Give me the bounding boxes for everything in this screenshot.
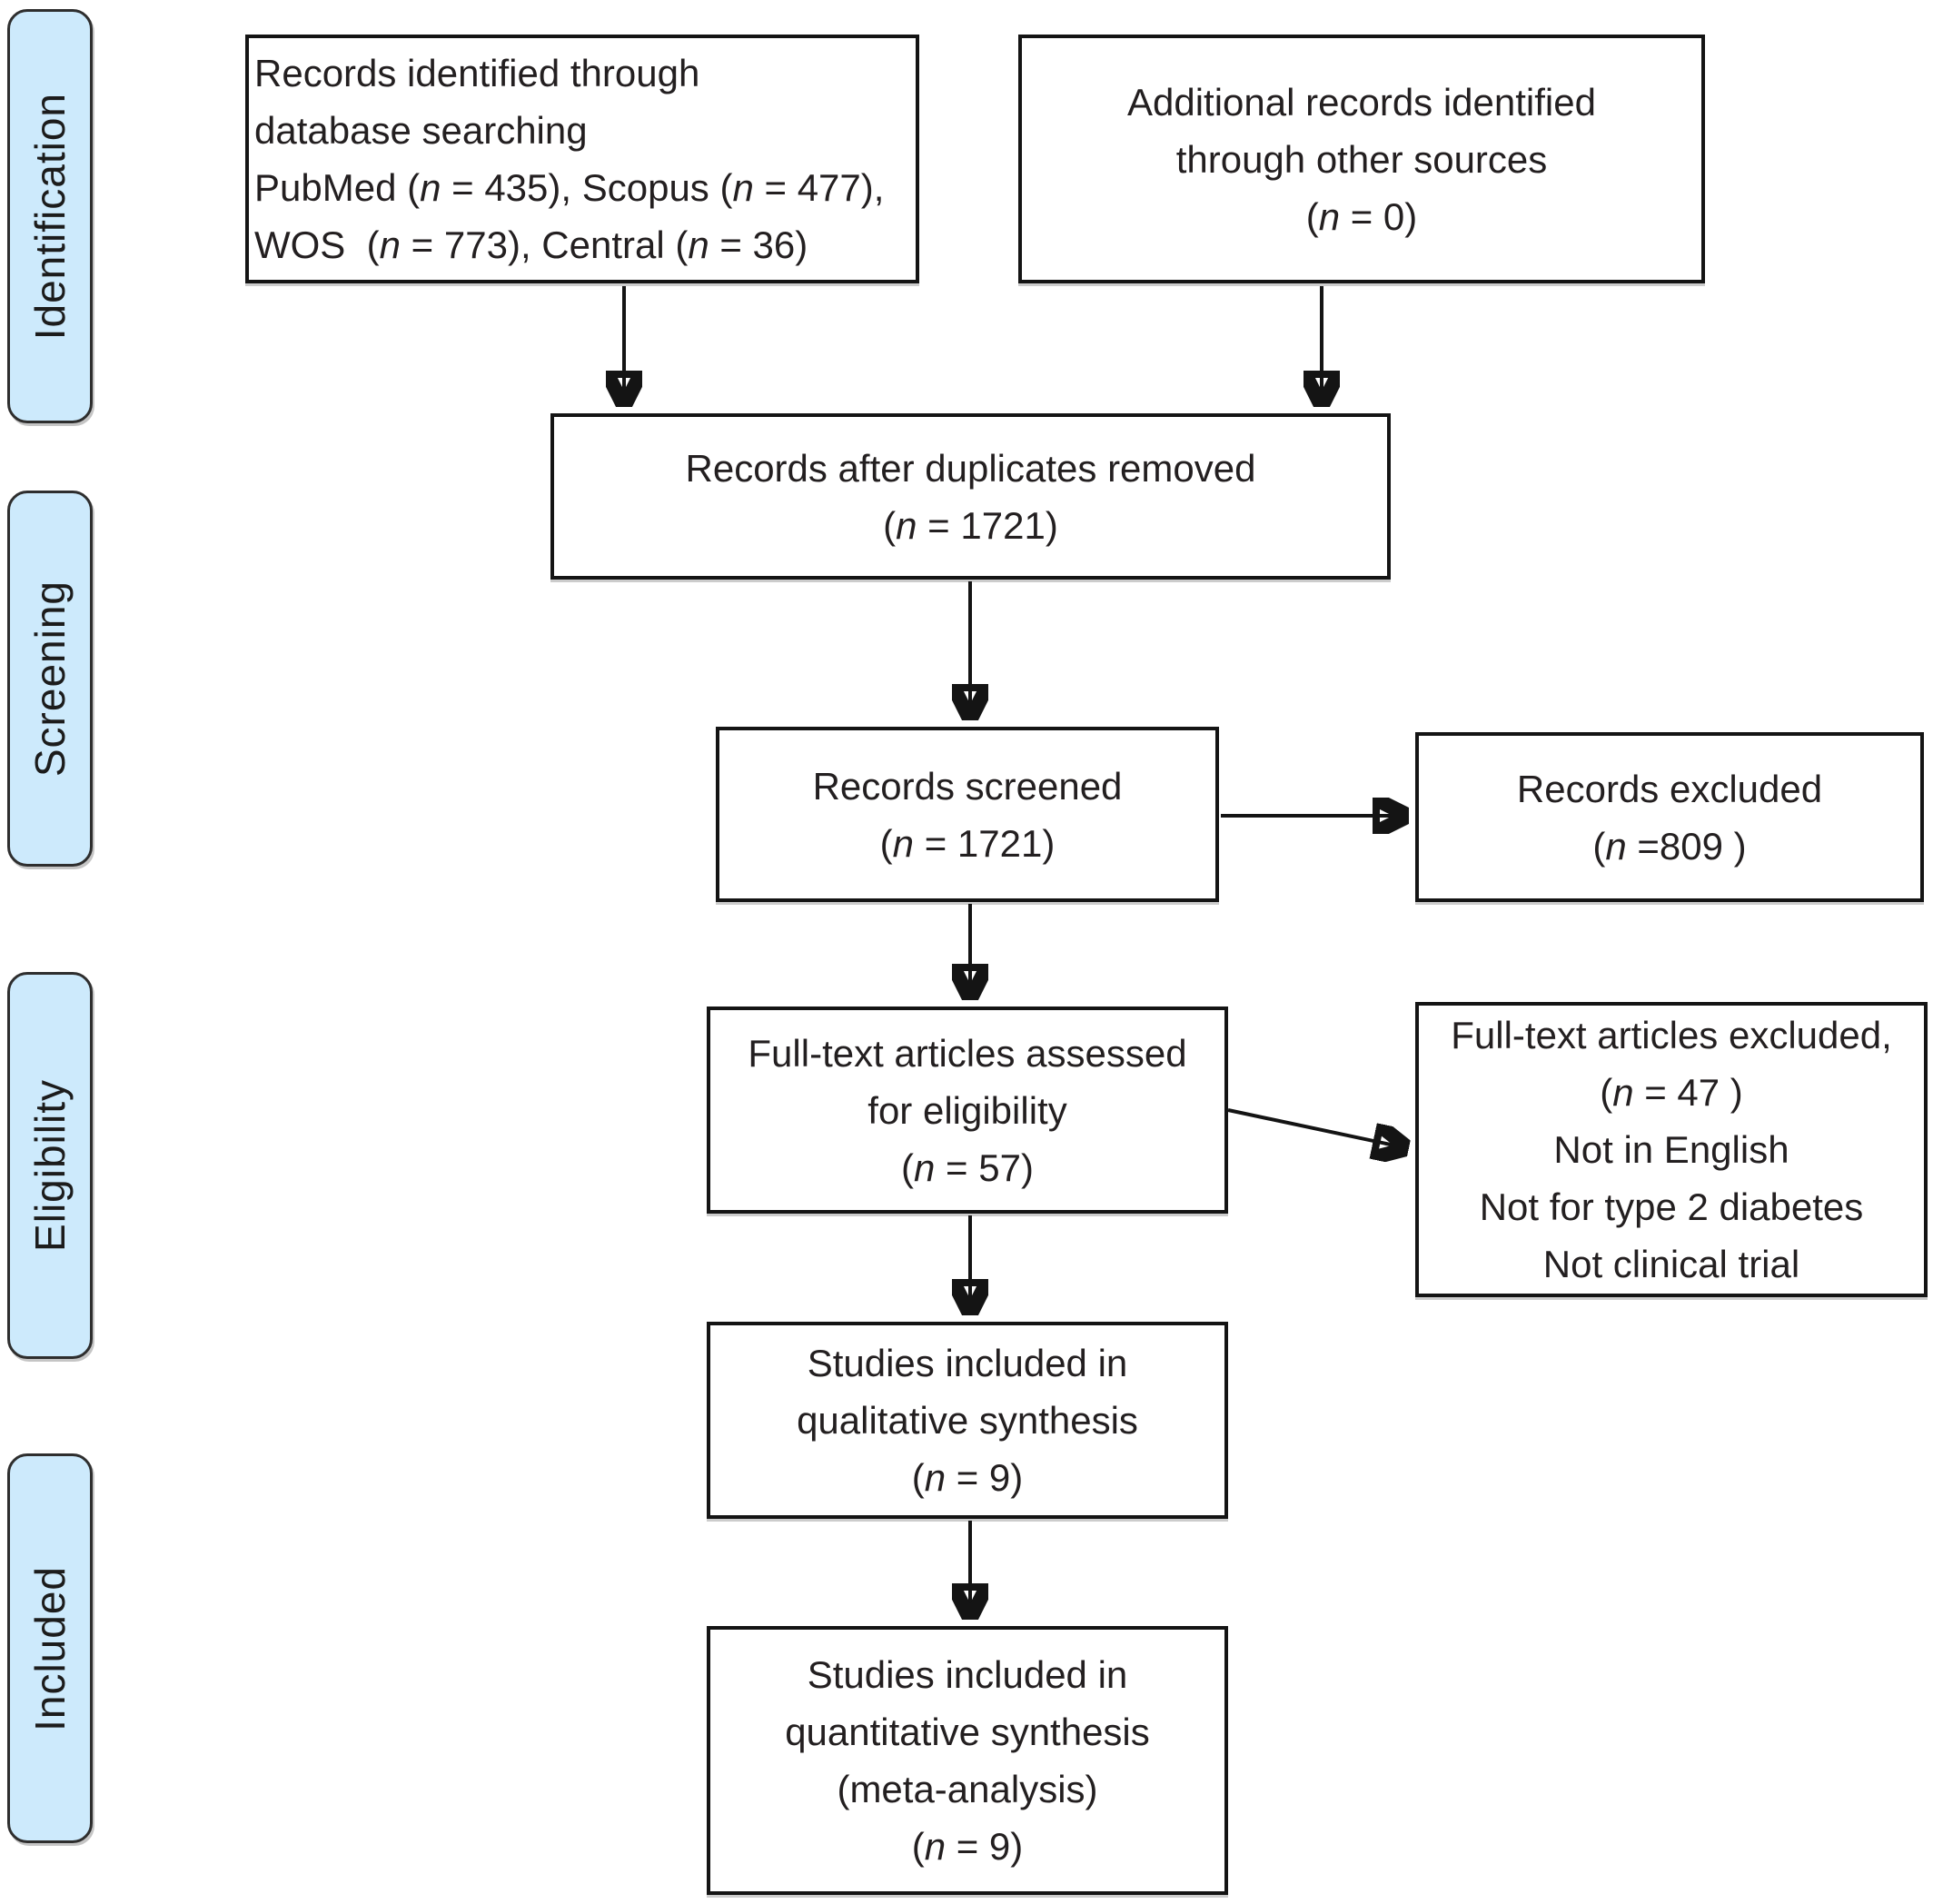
stage-eligibility-label: Eligibility — [26, 1079, 74, 1252]
box-quantitative-synthesis-text: Studies included in quantitative synthes… — [785, 1653, 1150, 1868]
stage-screening-label: Screening — [26, 580, 74, 778]
box-records-after-duplicates: Records after duplicates removed (n = 17… — [550, 413, 1391, 580]
box-qualitative-synthesis-text: Studies included in qualitative synthesi… — [797, 1342, 1138, 1499]
box-fulltext-excluded: Full-text articles excluded, (n = 47 ) N… — [1415, 1002, 1928, 1297]
arrow-fulltext-to-excluded — [1227, 1108, 1403, 1147]
box-fulltext-assessed: Full-text articles assessed for eligibil… — [707, 1007, 1228, 1214]
stage-identification-label: Identification — [26, 92, 74, 341]
box-quantitative-synthesis: Studies included in quantitative synthes… — [707, 1626, 1228, 1895]
stage-eligibility: Eligibility — [7, 972, 93, 1359]
box-records-excluded: Records excluded (n =809 ) — [1415, 732, 1924, 902]
box-records-screened-text: Records screened (n = 1721) — [812, 764, 1123, 865]
stage-identification: Identification — [7, 9, 93, 423]
box-records-excluded-text: Records excluded (n =809 ) — [1516, 767, 1823, 868]
stage-included-label: Included — [26, 1565, 74, 1731]
stage-included: Included — [7, 1453, 93, 1843]
box-fulltext-excluded-text: Full-text articles excluded, (n = 47 ) N… — [1451, 1014, 1892, 1285]
box-records-after-duplicates-text: Records after duplicates removed (n = 17… — [685, 446, 1256, 547]
box-fulltext-assessed-text: Full-text articles assessed for eligibil… — [748, 1031, 1187, 1189]
box-records-screened: Records screened (n = 1721) — [716, 727, 1219, 902]
box-records-identified-text: Records identified through database sear… — [254, 52, 885, 266]
box-records-identified: Records identified through database sear… — [245, 35, 919, 283]
box-qualitative-synthesis: Studies included in qualitative synthesi… — [707, 1322, 1228, 1519]
stage-screening: Screening — [7, 491, 93, 867]
box-additional-records: Additional records identified through ot… — [1018, 35, 1705, 283]
box-additional-records-text: Additional records identified through ot… — [1127, 80, 1596, 238]
